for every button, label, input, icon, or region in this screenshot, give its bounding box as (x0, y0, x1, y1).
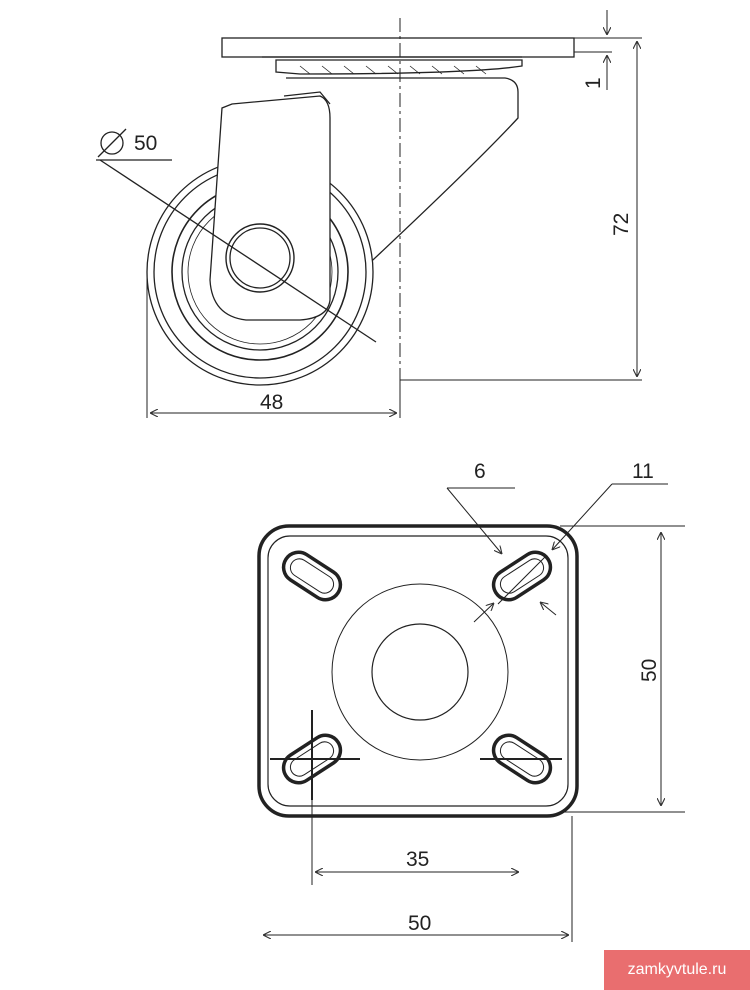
dim-plate-width: 50 (408, 912, 431, 935)
dim-plate-thickness: 1 (582, 77, 605, 89)
swivel-bearing (275, 59, 523, 75)
dim-slot-width: 6 (474, 460, 486, 483)
mounting-slot (281, 733, 343, 785)
mounting-slot (491, 550, 553, 602)
axle (225, 223, 295, 293)
dim-plate-height: 50 (638, 659, 661, 682)
dim-hole-spacing: 35 (406, 848, 429, 871)
mounting-slot (281, 550, 343, 602)
center-ring (331, 583, 509, 761)
plate-outer (257, 524, 579, 818)
dim-height: 72 (610, 213, 633, 236)
dim-wheel-diameter: 50 (134, 132, 157, 155)
dim-slot-length: 11 (632, 460, 654, 483)
plate-inner (267, 535, 569, 807)
watermark-label: zamkyvtule.ru (604, 950, 750, 990)
top-view (257, 483, 685, 942)
side-view (96, 10, 642, 418)
mounting-slot (491, 733, 553, 785)
center-hole (371, 623, 469, 721)
dim-width: 48 (260, 391, 283, 414)
mounting-plate (221, 37, 575, 58)
